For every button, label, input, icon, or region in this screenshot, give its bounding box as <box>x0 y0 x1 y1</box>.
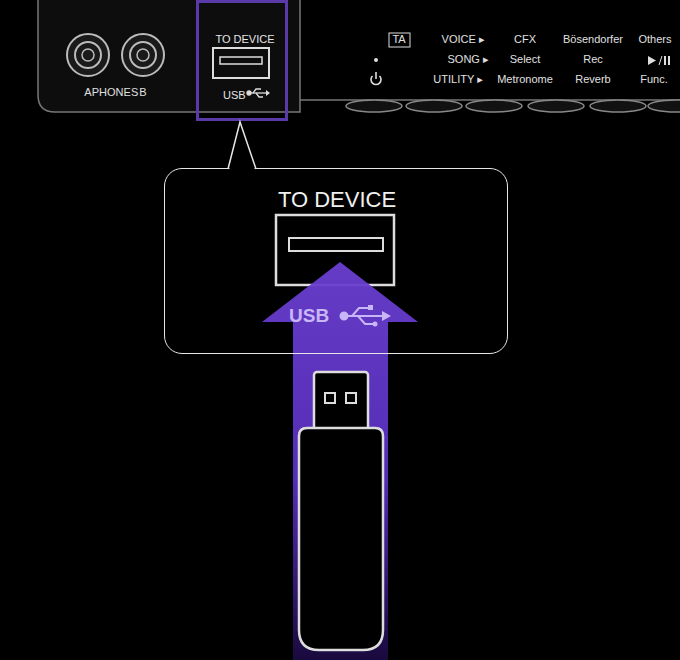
button-label: Bösendorfer <box>563 33 623 46</box>
button-label: Reverb <box>575 73 610 86</box>
button-label: Func. <box>640 73 668 86</box>
usb-flash-drive <box>299 372 383 650</box>
usb-label: USB <box>223 89 246 102</box>
jack-label: B <box>139 86 146 99</box>
usb-port-small <box>213 48 269 78</box>
power-indicator <box>371 58 381 85</box>
play-pause-icon <box>648 56 670 65</box>
button-label: Others <box>638 33 671 46</box>
function-label: UTILITY ▸ <box>433 73 482 86</box>
button-label: Rec <box>583 53 603 66</box>
port-label: TO DEVICE <box>278 187 396 213</box>
port-label: TO DEVICE <box>215 33 274 46</box>
button-label: TA <box>392 33 405 46</box>
jack-label: PHONES <box>92 86 138 99</box>
usb-symbol-large <box>341 305 392 327</box>
phone-jacks <box>67 34 164 76</box>
callout-pointer <box>228 122 256 171</box>
panel-body <box>38 0 680 112</box>
callout-box: TO DEVICE USB <box>164 168 508 354</box>
button-label: Select <box>510 53 541 66</box>
button-label: CFX <box>514 33 536 46</box>
panel-buttons <box>346 100 680 112</box>
insert-arrow <box>262 262 418 660</box>
button-label: Metronome <box>497 73 553 86</box>
function-label: SONG ▸ <box>448 53 489 66</box>
function-label: VOICE ▸ <box>442 33 485 46</box>
jack-label: A <box>84 86 91 99</box>
usb-symbol-small <box>247 89 270 97</box>
highlight-box: TO DEVICE USB <box>196 0 288 121</box>
ta-box <box>389 33 410 47</box>
usb-label: USB <box>289 305 329 328</box>
